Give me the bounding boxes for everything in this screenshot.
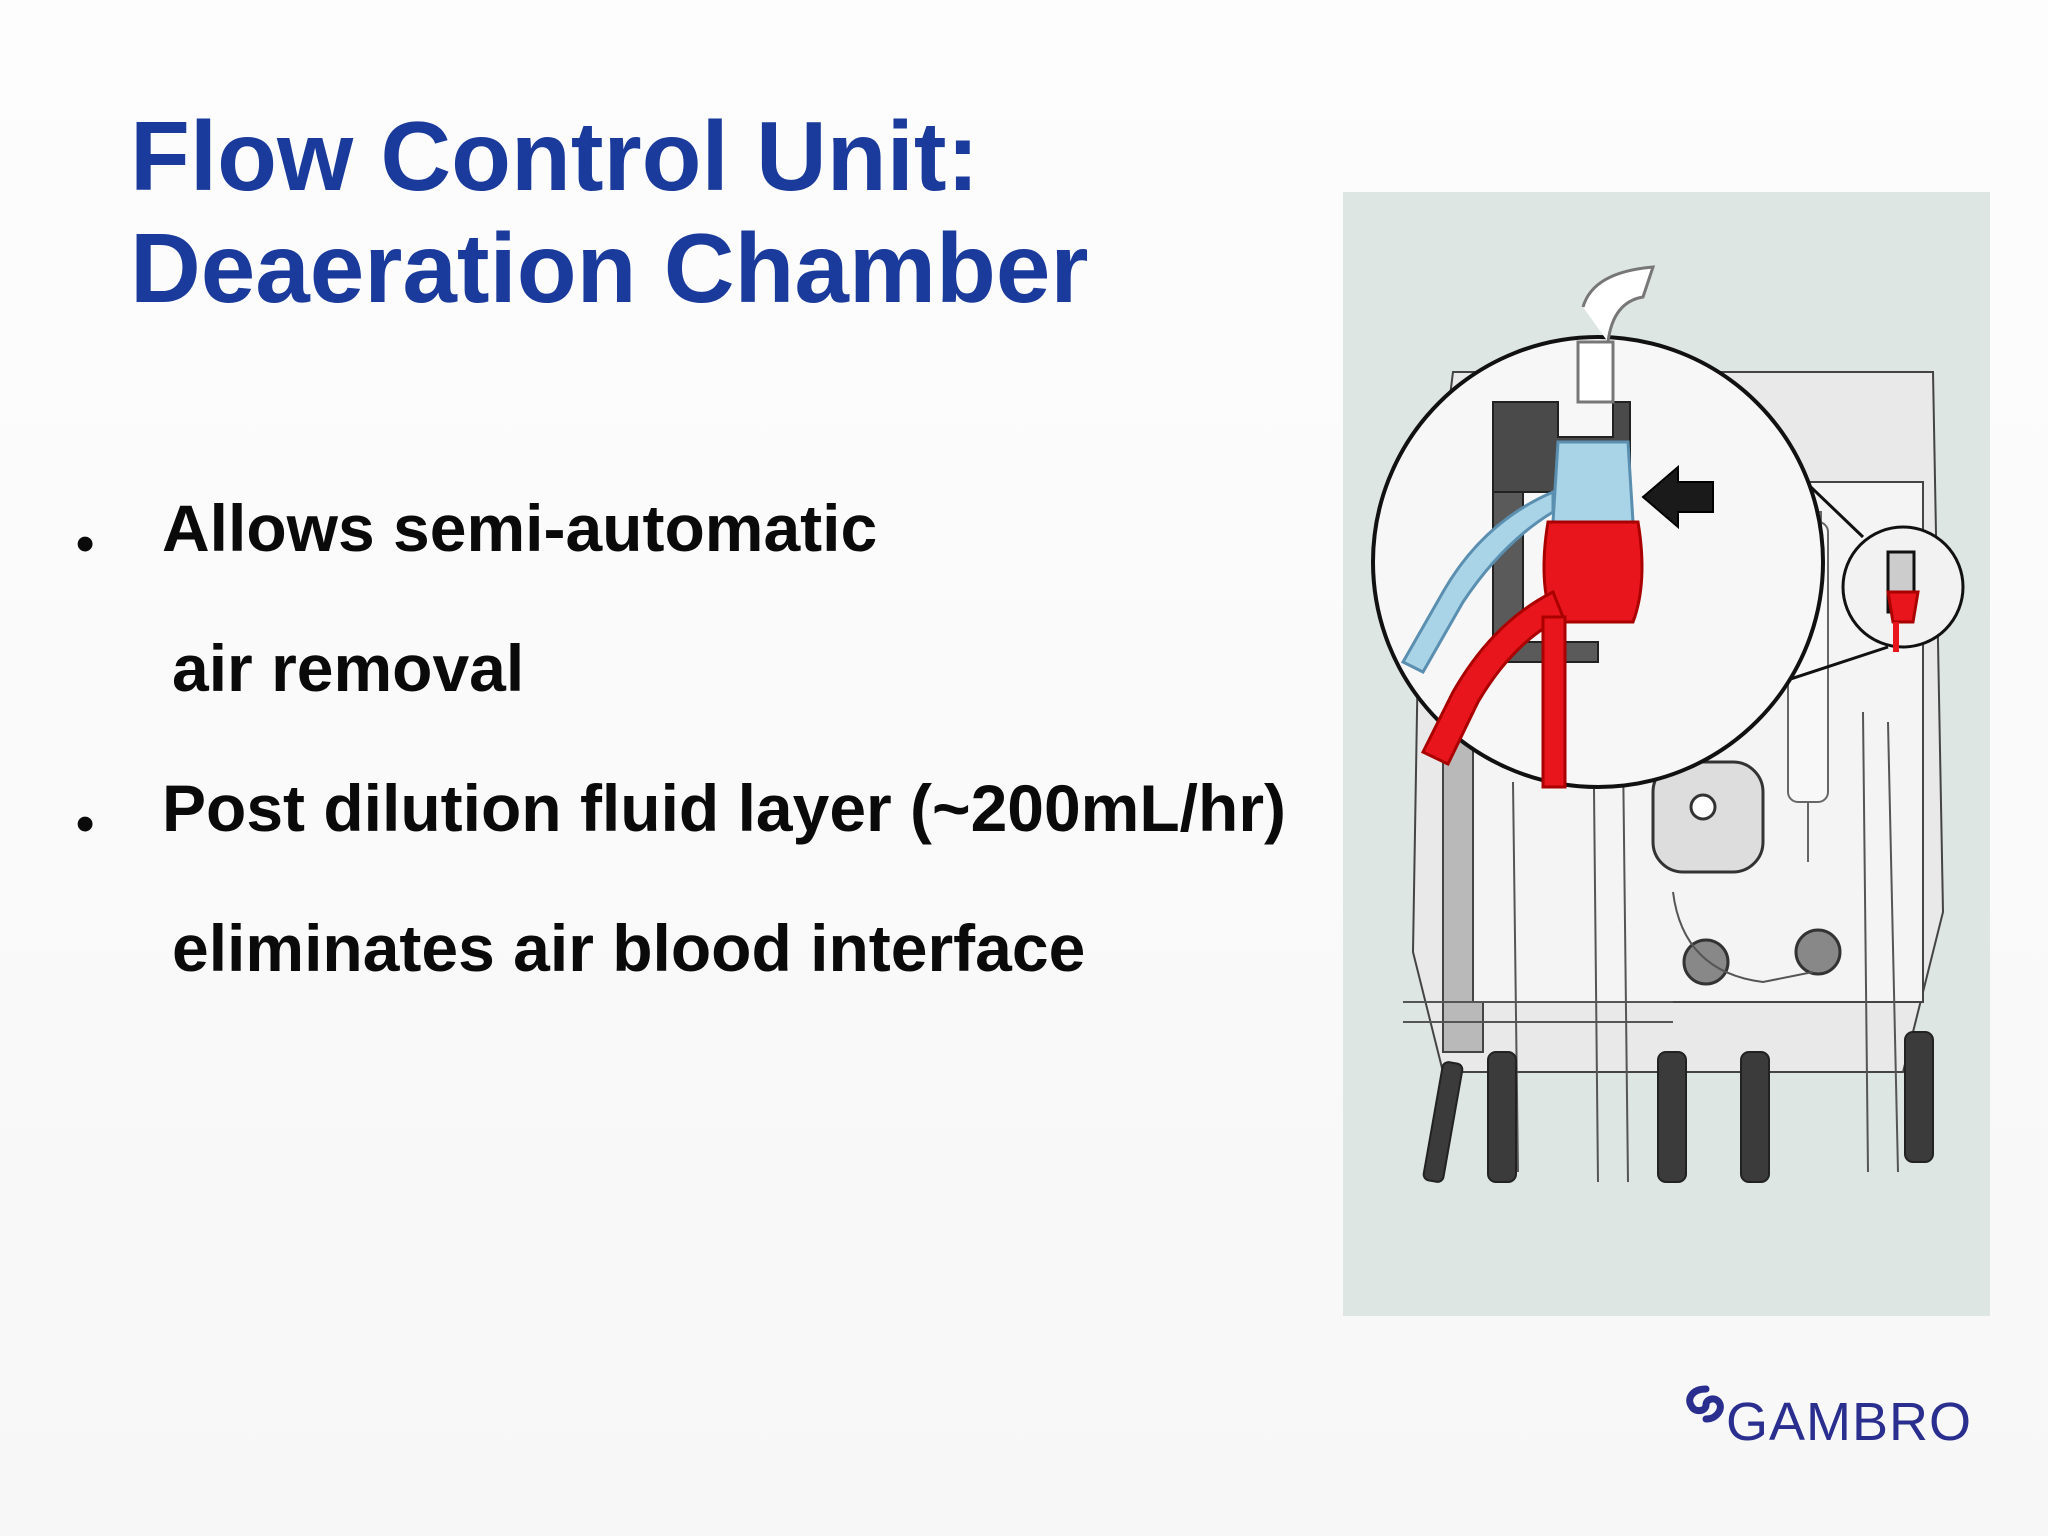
pointer-arrow-icon [1641,464,1714,530]
bullet-1-line-2: air removal [172,631,525,705]
machine-illustration [1343,192,1990,1316]
bullet-1-line-1: Allows semi-automatic [162,491,878,565]
logo-text: GAMBRO [1726,1392,1973,1452]
title-line-2: Deaeration Chamber [130,213,1089,323]
bullet-dot-icon: • [76,795,95,853]
clamps [1422,1031,1934,1183]
tubing-lines [1403,691,1899,1183]
slide-title: Flow Control Unit: Deaeration Chamber [130,100,1089,324]
magnified-chamber [1371,265,1825,789]
bullet-2-line-1: Post dilution fluid layer (~200mL/hr) [162,771,1286,845]
bullet-2-line-2: eliminates air blood interface [172,911,1086,985]
machine-illustration-svg [1371,265,1965,1183]
gambro-logo: GAMBRO [1680,1385,1990,1460]
bullet-dot-icon: • [76,515,95,573]
title-line-1: Flow Control Unit: [130,101,980,211]
gambro-swirl-icon [1686,1385,1724,1423]
small-chamber-inset [1841,525,1965,652]
pump-wheels [1651,760,1842,986]
